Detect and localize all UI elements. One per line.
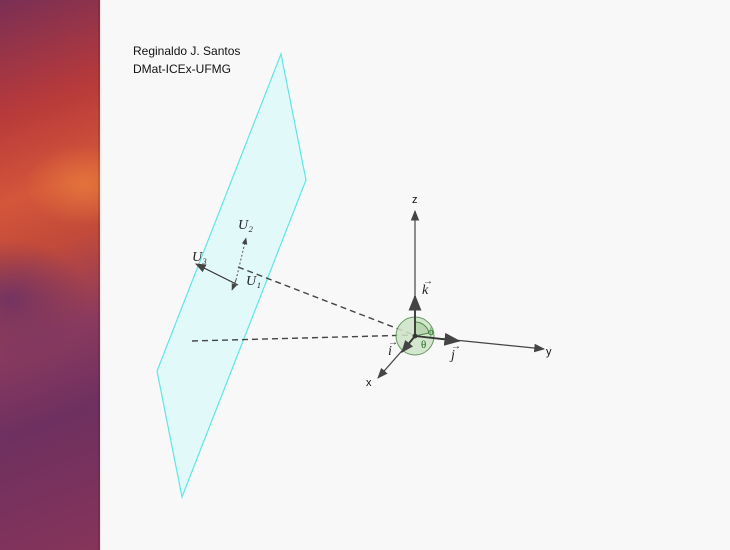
- i-vector-label: i: [388, 344, 392, 359]
- theta-angle-label: θ: [421, 339, 426, 351]
- window-edge-shadow: [98, 0, 102, 550]
- author-credit: Reginaldo J. Santos: [133, 44, 241, 58]
- u2-label: U₂: [238, 218, 253, 233]
- phi-angle-arc: [414, 321, 430, 337]
- i-vector-arrow: →: [388, 337, 398, 348]
- x-axis-label: x: [366, 377, 372, 389]
- dashed-projection-line: [191, 334, 415, 342]
- z-axis-label: z: [412, 194, 418, 206]
- j-unit-vector: [414, 332, 461, 346]
- desktop-wallpaper: [0, 0, 100, 550]
- u3-vector: [195, 263, 239, 286]
- y-axis-label: y: [546, 346, 552, 358]
- i-unit-vector: [401, 335, 416, 353]
- phi-angle-label: ϕ: [428, 326, 434, 338]
- j-vector-arrow: →: [451, 341, 461, 352]
- tangent-plane: [156, 51, 307, 500]
- j-vector-label: j: [449, 348, 455, 363]
- u1-label: U₁: [246, 274, 261, 289]
- u1-vector: [231, 279, 237, 291]
- institution-credit: DMat-ICEx-UFMG: [133, 62, 231, 76]
- u3-label: U₃: [192, 250, 207, 265]
- k-vector-arrow: →: [423, 276, 433, 287]
- u2-vector: [235, 237, 248, 281]
- dashed-radial-line: [237, 266, 415, 336]
- k-vector-label: k: [422, 283, 429, 298]
